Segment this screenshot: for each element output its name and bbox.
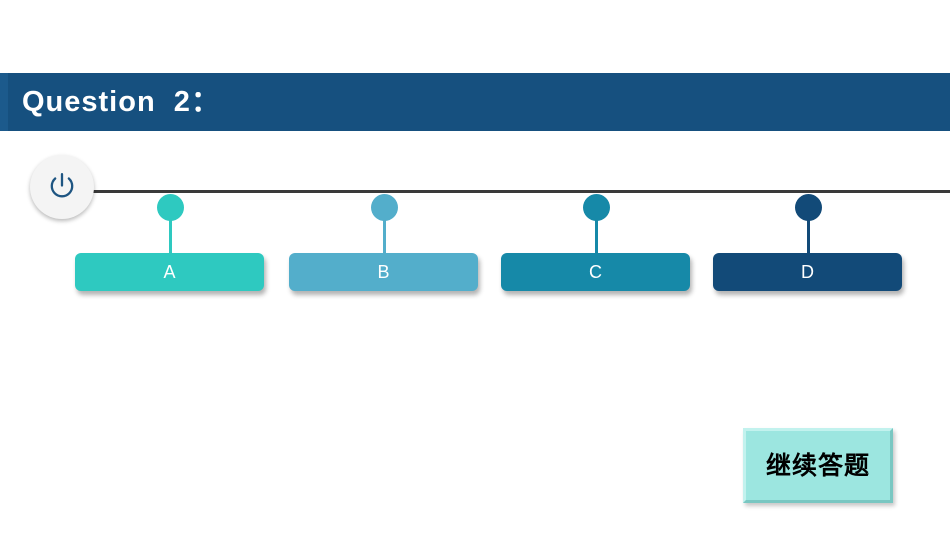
option-b-connector — [383, 207, 386, 269]
page-title: Question 2： — [22, 86, 221, 118]
option-d-label: D — [801, 262, 814, 282]
question-header-bar — [0, 73, 950, 131]
option-d-connector — [807, 207, 810, 269]
continue-answering-label: 继续答题 — [765, 451, 870, 480]
option-a-bar[interactable]: A — [75, 253, 264, 291]
option-a-label: A — [163, 262, 176, 282]
option-c-bar[interactable]: C — [501, 253, 690, 291]
power-button[interactable] — [30, 155, 94, 219]
option-c-connector — [595, 207, 598, 269]
option-c-label: C — [589, 262, 602, 282]
option-d-bar[interactable]: D — [713, 253, 902, 291]
continue-answering-button[interactable]: 继续答题 — [743, 428, 893, 503]
option-a-connector — [169, 207, 172, 269]
option-b-label: B — [377, 262, 390, 282]
header-left-accent — [0, 73, 8, 131]
power-icon — [45, 170, 79, 204]
option-b-bar[interactable]: B — [289, 253, 478, 291]
timeline-axis — [58, 190, 950, 193]
